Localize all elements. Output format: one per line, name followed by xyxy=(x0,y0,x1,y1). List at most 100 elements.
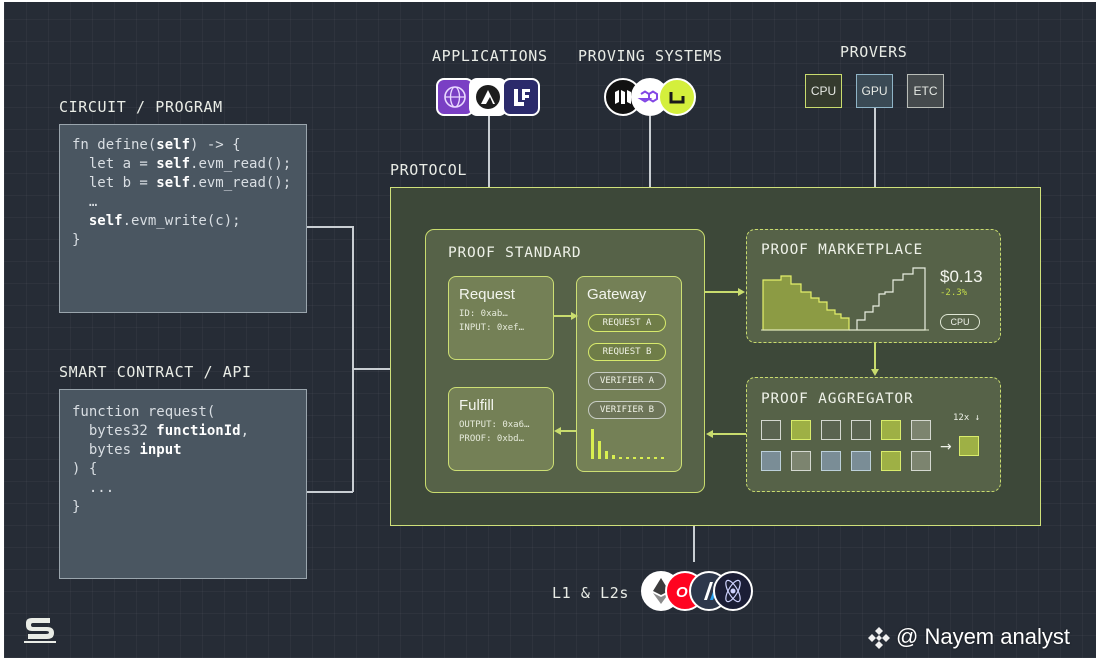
contract-code-line: function request( xyxy=(72,404,215,420)
proof-marketplace-title: PROOF MARKETPLACE xyxy=(761,242,924,258)
marketplace-to-aggregator-arrowhead xyxy=(871,369,879,376)
protocol-to-chains-wire xyxy=(693,526,695,562)
globe-app-icon xyxy=(436,78,474,116)
gateway-to-fulfill-arrowhead xyxy=(554,427,561,435)
marketplace-price: $0.13 xyxy=(940,267,983,286)
prover-etc-chip: ETC xyxy=(907,74,944,108)
marketplace-to-aggregator-line xyxy=(874,343,876,370)
proof-square-dark xyxy=(821,420,841,440)
join-wire xyxy=(352,226,354,492)
l1-l2s-label: L1 & L2s xyxy=(552,584,630,602)
applications-wire xyxy=(488,116,490,230)
circuit-wire xyxy=(307,226,353,228)
circuit-code-line: fn define(self) -> { xyxy=(72,137,241,153)
circuit-code-line: let b = self.evm_read(); xyxy=(72,175,291,191)
code-keyword: functionId xyxy=(156,423,241,439)
circuit-code-line: } xyxy=(72,232,80,248)
code-keyword: self xyxy=(156,175,191,191)
protocol-label: PROTOCOL xyxy=(390,161,468,179)
proof-square-yellow xyxy=(881,451,901,471)
code-text: .evm_read(); xyxy=(190,156,292,172)
request-to-gateway-arrowhead xyxy=(571,312,578,320)
proving-systems-wire xyxy=(649,116,651,230)
provers-wire xyxy=(874,108,876,230)
proof-square-grey xyxy=(791,451,811,471)
code-text: } xyxy=(72,232,81,248)
fulfill-title: Fulfill xyxy=(459,397,495,414)
code-keyword: self xyxy=(156,156,191,172)
code-text: , xyxy=(240,423,250,439)
request-to-gateway-line xyxy=(553,315,573,317)
code-keyword: self xyxy=(88,213,123,229)
marketplace-cpu-chip: CPU xyxy=(940,314,980,330)
marketplace-price-chart xyxy=(761,267,929,331)
contract-code-line: bytes32 functionId, xyxy=(72,423,249,439)
proof-aggregator-panel: PROOF AGGREGATOR 12x ↓ → xyxy=(746,377,1001,492)
contract-wire xyxy=(307,491,353,493)
fulfill-card: Fulfill OUTPUT: 0xa6… PROOF: 0xbd… xyxy=(448,387,554,471)
code-text: ) { xyxy=(72,461,98,477)
protocol-entry-wire xyxy=(352,368,390,370)
proof-square-blue xyxy=(851,451,871,471)
request-input: INPUT: 0xef… xyxy=(459,323,525,333)
marketplace-change: -2.3% xyxy=(940,288,968,298)
prover-gpu-chip: GPU xyxy=(856,74,893,108)
code-text: let b = xyxy=(72,175,157,191)
binance-logo-icon xyxy=(868,627,890,649)
succinct-logo-icon xyxy=(24,618,56,643)
lf-app-icon xyxy=(502,78,540,116)
proof-square-dark xyxy=(851,420,871,440)
proof-square-yellow xyxy=(881,420,901,440)
proof-aggregator-title: PROOF AGGREGATOR xyxy=(761,391,914,407)
circuit-code-line: self.evm_write(c); xyxy=(72,213,241,229)
loop-logo-icon xyxy=(658,78,696,116)
chains-icons: O xyxy=(641,571,753,611)
gateway-bar-sparkline xyxy=(591,429,664,459)
code-keyword: self xyxy=(156,137,191,153)
applications-icons xyxy=(436,78,542,116)
fulfill-proof: PROOF: 0xbd… xyxy=(459,434,525,444)
verifier-b-pill: VERIFIER B xyxy=(588,401,666,419)
provers-label: PROVERS xyxy=(840,43,908,61)
watermark-text: @ Nayem analyst xyxy=(896,624,1070,649)
fulfill-output: OUTPUT: 0xa6… xyxy=(459,420,530,430)
proving-systems-icons xyxy=(604,78,698,116)
gateway-to-fulfill-line xyxy=(560,430,576,432)
verifier-a-pill: VERIFIER A xyxy=(588,372,666,390)
contract-code-line: ) { xyxy=(72,461,97,477)
proving-systems-label: PROVING SYSTEMS xyxy=(578,47,723,65)
smart-contract-label: SMART CONTRACT / API xyxy=(59,363,252,381)
aggregator-arrow-icon: → xyxy=(940,439,952,455)
code-text: ... xyxy=(72,480,115,496)
aggregated-proof-square xyxy=(959,436,979,456)
code-text xyxy=(72,213,89,229)
applications-label: APPLICATIONS xyxy=(432,47,548,65)
request-title: Request xyxy=(459,286,515,303)
code-text: } xyxy=(72,499,81,515)
code-text: … xyxy=(72,194,98,210)
gateway-card: Gateway REQUEST A REQUEST B VERIFIER A V… xyxy=(576,276,682,472)
request-a-pill: REQUEST A xyxy=(588,314,666,332)
proof-square-blue xyxy=(761,451,781,471)
proof-square-blue xyxy=(821,451,841,471)
circuit-program-label: CIRCUIT / PROGRAM xyxy=(59,98,223,116)
code-text: .evm_write(c); xyxy=(122,213,241,229)
code-text: function request( xyxy=(72,404,216,420)
prover-cpu-chip: CPU xyxy=(805,74,842,108)
circuit-code-line: … xyxy=(72,194,97,210)
code-text: ) -> { xyxy=(190,137,241,153)
proof-square-yellow xyxy=(791,420,811,440)
proof-standard-panel: PROOF STANDARD Request ID: 0xab… INPUT: … xyxy=(425,229,705,493)
aggregator-to-standard-arrowhead xyxy=(706,430,713,438)
watermark: @ Nayem analyst xyxy=(866,624,1070,650)
proof-square-grey xyxy=(911,420,931,440)
aggregator-to-standard-line xyxy=(712,433,746,435)
request-id: ID: 0xab… xyxy=(459,309,508,319)
request-b-pill: REQUEST B xyxy=(588,343,666,361)
proof-square-dark xyxy=(761,420,781,440)
circuit-code-line: let a = self.evm_read(); xyxy=(72,156,291,172)
proof-square-grey xyxy=(911,451,931,471)
code-keyword: input xyxy=(139,442,182,458)
aggregator-factor: 12x ↓ xyxy=(953,413,981,423)
proof-marketplace-panel: PROOF MARKETPLACE $0.13 -2.3% CPU xyxy=(746,229,1001,343)
